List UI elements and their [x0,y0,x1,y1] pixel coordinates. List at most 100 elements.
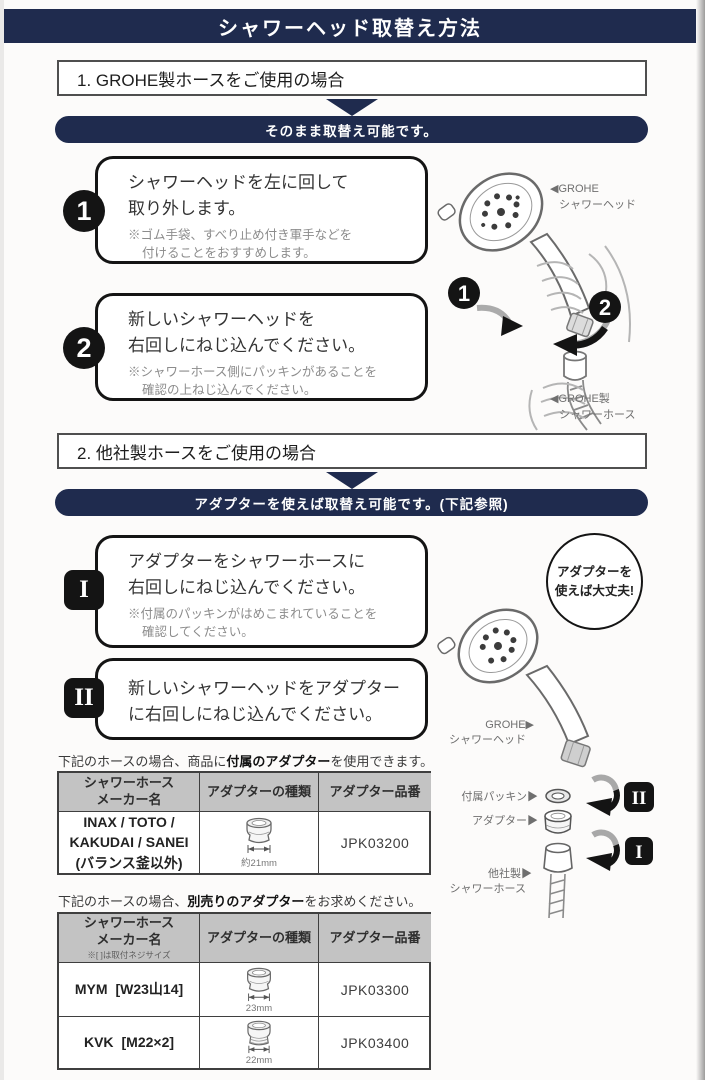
separate-row2-partno: JPK03400 [318,1016,431,1068]
stepII-line1: 新しいシャワーヘッドをアダプター [128,679,400,698]
stepII-text: 新しいシャワーヘッドをアダプター に右回しにねじ込んでください。 [128,676,417,727]
step1-box: シャワーヘッドを左に回して 取り外します。 ※ゴム手袋、すべり止め付き軍手などを… [95,156,428,264]
included-th-maker: シャワーホース メーカー名 [59,773,199,811]
section2-result-banner: アダプターを使えば取替え可能です。(下記参照) [55,489,648,516]
rotate-arrow-I [591,829,619,846]
adapter-thumbnail-icon-2 [247,967,271,1001]
other-hose-connector [543,842,573,873]
step2-note-line2: 確認の上ねじ込んでください。 [142,383,317,398]
separate-th-partno: アダプター品番 [318,914,431,962]
adapter-ok-callout: アダプターを 使えば大丈夫! [546,533,643,630]
separate-row1-size: 23mm [245,1002,273,1014]
rotate-left-arrowhead [501,316,523,336]
included-row-partno: JPK03200 [318,811,431,873]
adapter-thumbnail-icon-3 [247,1020,271,1054]
packing-icon [545,788,571,804]
separate-th-type: アダプターの種類 [199,914,318,962]
stepI-note-line1: ※付属のパッキンがはめこまれていることを [128,607,378,621]
stepII-number-badge: II [64,678,104,718]
included-table-intro: 下記のホースの場合、商品に付属のアダプターを使用できます。 [58,751,433,770]
separate-adapter-table: シャワーホース メーカー名 ※[ ]は取付ネジサイズ アダプターの種類 アダプタ… [57,912,431,1070]
step1-line2: 取り外します。 [128,198,246,218]
figure-badge-2: 2 [599,295,611,320]
separate-row1-partno: JPK03300 [318,962,431,1016]
included-th-type: アダプターの種類 [199,773,318,811]
included-th-maker-l2: メーカー名 [96,792,162,807]
separate-row1-type: 23mm [199,962,318,1016]
figure-grohe-hose-illustration: 1 2 ◀GROHE シャワーヘッド ◀GROHE製 シャワーホース [437,172,636,431]
step2-text: 新しいシャワーヘッドを 右回しにねじ込んでください。 [128,307,417,358]
step2-line2: 右回しにねじ込んでください。 [128,335,366,355]
rotate-arrowhead-II [586,798,612,816]
rotate-arrow-II [591,774,619,791]
upper-hand [536,245,631,343]
stepII-line2: に右回しにねじ込んでください。 [128,704,383,724]
section1-heading: 1. GROHE製ホースをご使用の場合 [57,60,647,96]
step1-note-line1: ※ゴム手袋、すべり止め付き軍手などを [128,228,353,242]
down-arrow-icon [326,99,378,116]
separate-th-maker-l2: メーカー名 [96,931,162,947]
other-hose-label-1: 他社製▶ [488,866,532,880]
shower-hose [566,379,602,431]
separate-row1-maker-size: [W23山14] [115,981,184,998]
stepI-note-line2: 確認してください。 [142,625,254,640]
step2-note: ※シャワーホース側にパッキンがあることを 確認の上ねじ込んでください。 [128,363,417,399]
included-adapter-table: シャワーホース メーカー名 アダプターの種類 アダプター品番 INAX / TO… [57,771,431,875]
grohe-head2-label-1: GROHE▶ [485,719,534,731]
included-intro-bold: 付属のアダプター [226,754,331,769]
lower-hand [528,382,586,431]
included-adapter-size: 約21mm [241,858,277,869]
included-row-type: 約21mm [199,811,318,873]
separate-intro-bold: 別売りのアダプター [187,894,305,909]
stepI-text: アダプターをシャワーホースに 右回しにねじ込んでください。 [128,549,417,600]
separate-row2-maker-name: KVK [83,1034,114,1051]
separate-th-maker-l1: シャワーホース [83,915,175,931]
figure-badge-II: II [632,788,647,809]
section1-result-banner: そのまま取替え可能です。 [55,116,648,143]
head-connector [566,312,594,338]
down-arrow-icon-2 [326,472,378,489]
photo-right-edge [696,0,705,1080]
stepI-line2: 右回しにねじ込んでください。 [128,577,366,597]
step1-line1: シャワーヘッドを左に回して [128,173,349,192]
included-th-partno: アダプター品番 [318,773,431,811]
hose-connector [563,350,587,381]
separate-row2-maker: KVK [M22×2] [59,1016,199,1068]
adapter-thumbnail-icon [246,817,272,853]
step2-number-badge: 2 [63,327,105,369]
stepI-box: アダプターをシャワーホースに 右回しにねじ込んでください。 ※付属のパッキンがは… [95,535,428,648]
rotate-right-arrowhead [553,334,577,356]
stepI-line1: アダプターをシャワーホースに [128,552,366,571]
grohe-head2-label-2: シャワーヘッド [449,734,526,746]
separate-th-maker: シャワーホース メーカー名 ※[ ]は取付ネジサイズ [59,914,199,962]
grohe-head-label-2: シャワーヘッド [559,199,636,211]
figure-badge-2-circle [589,291,621,323]
figure-badge-I-square [625,837,653,865]
grohe-hose-label-1: ◀GROHE製 [550,391,610,405]
separate-row2-size: 22mm [245,1055,273,1066]
head-connector-2 [560,739,591,768]
step2-box: 新しいシャワーヘッドを 右回しにねじ込んでください。 ※シャワーホース側にパッキ… [95,293,428,401]
separate-intro-prefix: 下記のホースの場合、 [58,894,188,909]
shower-head-icon-2 [437,608,539,684]
step2-line1: 新しいシャワーヘッドを [128,310,315,329]
other-hose-label-2: シャワーホース [450,882,526,895]
stepI-number-badge: I [64,570,104,610]
figure-badge-II-square [624,782,654,812]
step1-note: ※ゴム手袋、すべり止め付き軍手などを 付けることをおすすめします。 [128,226,417,262]
figure-badge-1-circle [448,277,480,309]
included-th-maker-l1: シャワーホース [83,775,175,791]
separate-row1-maker: MYM [W23山14] [59,962,199,1016]
step2-note-line1: ※シャワーホース側にパッキンがあることを [128,365,378,379]
figure-adapter-illustration: II I GROHE▶ シャワーヘッド 付属パッキン▶ アダプター▶ 他社製▶ … [437,608,654,918]
figure-badge-I: I [635,842,642,863]
rotate-arrowhead-I [586,853,612,871]
included-intro-suffix: を使用できます。 [330,754,434,769]
figure-badge-1: 1 [458,281,470,306]
included-intro-prefix: 下記のホースの場合、商品に [58,754,227,769]
separate-row2-maker-size: [M22×2] [121,1034,175,1051]
stepI-note: ※付属のパッキンがはめこまれていることを 確認してください。 [128,605,417,641]
other-hose [548,873,566,918]
included-row-maker: INAX / TOTO / KAKUDAI / SANEI (バランス釜以外) [59,811,199,873]
